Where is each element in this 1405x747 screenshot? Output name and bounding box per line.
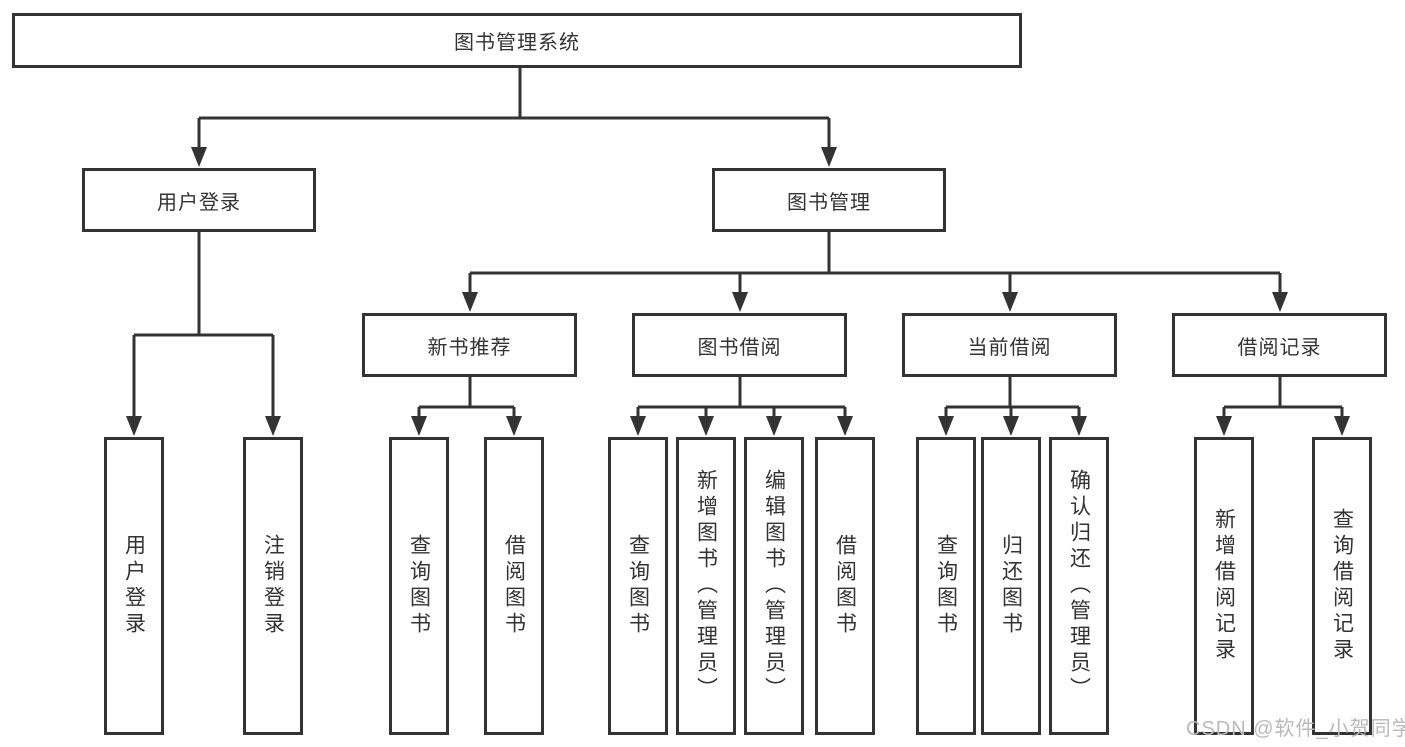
node-label: 用户登录 bbox=[157, 191, 241, 214]
node-label: 新书推荐 bbox=[427, 336, 512, 359]
node-borrow-records: 借阅记录 bbox=[1172, 313, 1387, 377]
connector-currentborrow-to-leaves bbox=[938, 377, 1087, 436]
node-book-management: 图书管理 bbox=[712, 168, 946, 232]
node-root: 图书管理系统 bbox=[12, 13, 1022, 68]
node-current-borrow: 当前借阅 bbox=[902, 313, 1117, 377]
leaf-current-query-books: 查询图书 bbox=[916, 437, 976, 735]
connector-newbookrec-to-leaves bbox=[411, 377, 522, 436]
leaf-current-confirm-return-admin: 确认归还（管理员） bbox=[1049, 437, 1109, 735]
connector-bookmgmt-to-level3 bbox=[462, 232, 1288, 312]
csdn-watermark: CSDN @软件_小贺同学 bbox=[1186, 718, 1405, 740]
leaf-newbook-borrow-books: 借阅图书 bbox=[484, 437, 544, 735]
leaf-current-return-books: 归还图书 bbox=[981, 437, 1041, 735]
leaf-user-login: 用户登录 bbox=[104, 437, 164, 735]
leaf-records-add-record: 新增借阅记录 bbox=[1194, 437, 1254, 735]
node-label: 查询借阅记录 bbox=[1330, 508, 1354, 664]
leaf-borrow-add-books-admin: 新增图书（管理员） bbox=[676, 437, 736, 735]
node-new-book-recommend: 新书推荐 bbox=[362, 313, 577, 377]
node-label: 借阅图书 bbox=[502, 534, 526, 638]
leaf-newbook-query-books: 查询图书 bbox=[389, 437, 449, 735]
node-label: 查询图书 bbox=[934, 534, 958, 638]
node-label: 图书管理 bbox=[787, 191, 871, 214]
node-label: 借阅记录 bbox=[1237, 336, 1322, 359]
node-label: 确认归还（管理员） bbox=[1067, 469, 1091, 703]
node-user-login: 用户登录 bbox=[82, 168, 316, 232]
leaf-borrow-borrow-books: 借阅图书 bbox=[815, 437, 875, 735]
connector-root-to-level2 bbox=[191, 68, 837, 167]
node-book-borrow: 图书借阅 bbox=[632, 313, 847, 377]
connector-borrowrecords-to-leaves bbox=[1216, 377, 1350, 436]
leaf-logout: 注销登录 bbox=[243, 437, 303, 735]
node-label: 新增借阅记录 bbox=[1212, 508, 1236, 664]
node-label: 用户登录 bbox=[122, 534, 146, 638]
node-label: 查询图书 bbox=[626, 534, 650, 638]
leaf-records-query-record: 查询借阅记录 bbox=[1312, 437, 1372, 735]
node-label: 当前借阅 bbox=[967, 336, 1052, 359]
leaf-borrow-query-books: 查询图书 bbox=[608, 437, 668, 735]
node-label: 归还图书 bbox=[999, 534, 1023, 638]
node-label: 图书管理系统 bbox=[454, 32, 580, 54]
node-label: 新增图书（管理员） bbox=[694, 469, 718, 703]
node-label: 编辑图书（管理员） bbox=[762, 469, 786, 703]
connector-userlogin-to-leaves bbox=[126, 232, 281, 436]
node-label: 借阅图书 bbox=[833, 534, 857, 638]
leaf-borrow-edit-books-admin: 编辑图书（管理员） bbox=[744, 437, 804, 735]
node-label: 注销登录 bbox=[261, 534, 285, 638]
node-label: 图书借阅 bbox=[697, 336, 782, 359]
node-label: 查询图书 bbox=[407, 534, 431, 638]
connector-bookborrow-to-leaves bbox=[630, 377, 853, 436]
